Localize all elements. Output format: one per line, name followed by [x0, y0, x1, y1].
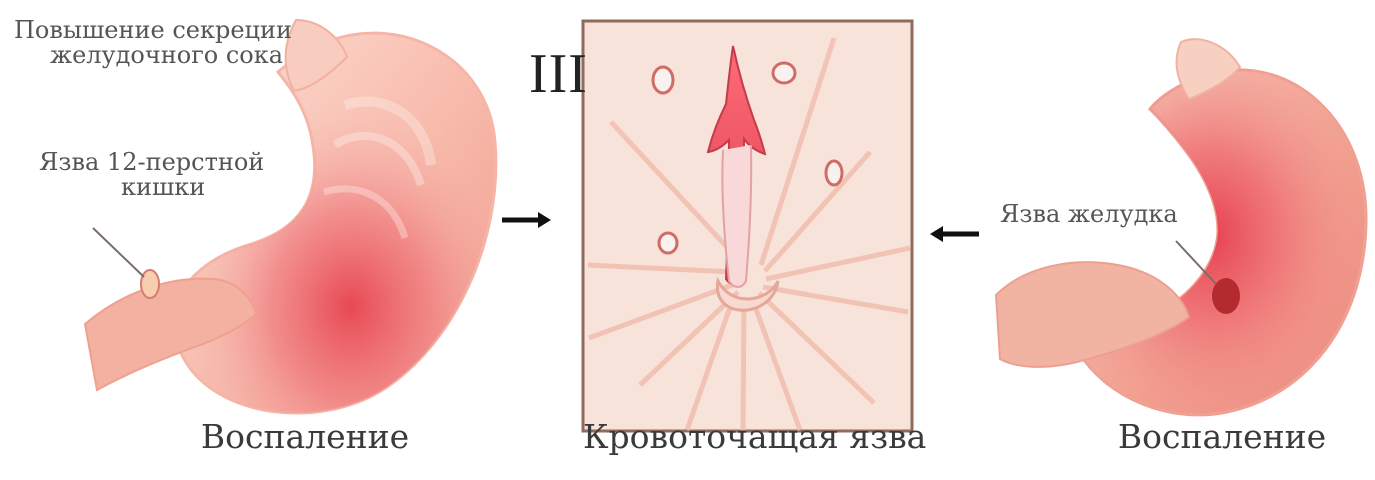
left-caption: Воспаление — [195, 420, 415, 455]
bleeding-ulcer-panel — [583, 21, 912, 431]
duodenal-ulcer-pointer — [93, 228, 144, 277]
left-inflammation-area — [174, 33, 496, 413]
duodenal-ulcer-label-line-2: кишки — [121, 175, 264, 200]
arrow-right-to-center — [930, 226, 979, 242]
secretion-label: Повышение секреции желудочного сока — [14, 18, 292, 68]
center-caption: Кровоточащая язва — [583, 420, 913, 455]
secretion-label-line-1: Повышение секреции — [14, 18, 292, 43]
duodenal-ulcer-label: Язва 12-перстной кишки — [39, 150, 264, 200]
duodenal-ulcer-label-line-1: Язва 12-перстной — [39, 150, 264, 175]
gastric-ulcer-label: Язва желудка — [1000, 202, 1178, 227]
right-caption: Воспаление — [1112, 420, 1332, 455]
secretion-label-line-2: желудочного сока — [50, 43, 292, 68]
duodenal-ulcer-marker — [141, 270, 159, 298]
roman-numeral-label: III — [529, 42, 588, 106]
ulcer-channel — [722, 145, 751, 287]
right-inflammation-area — [1080, 70, 1366, 415]
arrow-left-to-center — [502, 212, 551, 228]
left-stomach-illustration — [85, 20, 496, 413]
